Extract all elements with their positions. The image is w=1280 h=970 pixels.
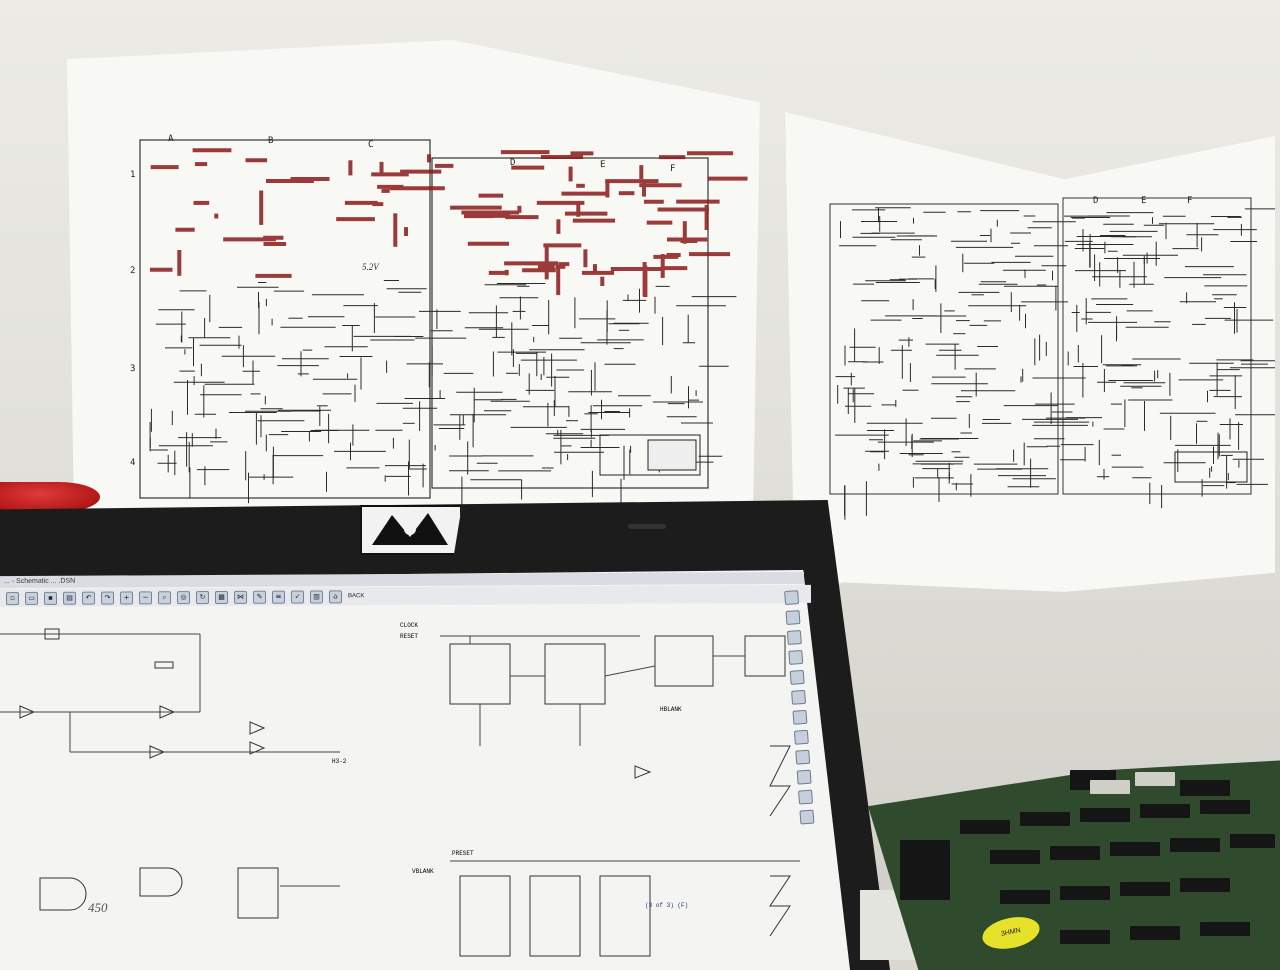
schematic-wires <box>0 628 800 957</box>
ic-chip <box>1170 838 1220 852</box>
handwritten-voltage-note: 5.2V <box>362 262 379 272</box>
row-number-1: 1 <box>129 169 136 181</box>
ic-chip <box>1200 800 1250 814</box>
open-icon[interactable]: ▭ <box>24 591 39 605</box>
ic-chip <box>1130 926 1180 940</box>
home-icon[interactable]: ⌂ <box>328 589 343 603</box>
ic-chip <box>1080 808 1130 822</box>
library-icon[interactable]: ▦ <box>214 590 229 604</box>
sticker-graphic-icon <box>372 513 448 545</box>
bus-tool-icon[interactable] <box>786 630 802 645</box>
left-schematic-drawing <box>139 139 748 510</box>
column-letter-a: A <box>167 133 174 145</box>
right-column-letter-f: F <box>1186 195 1193 207</box>
laptop-sticker <box>360 505 462 555</box>
eprom-chip <box>1090 780 1130 794</box>
ic-chip <box>1120 882 1170 896</box>
part-tool-icon[interactable] <box>788 649 804 665</box>
annotate-icon[interactable]: ✎ <box>252 590 267 604</box>
ic-chip <box>1000 890 1050 904</box>
new-file-icon[interactable]: ▫ <box>5 591 20 605</box>
row-number-2: 2 <box>129 265 136 277</box>
column-letter-d: D <box>509 157 516 169</box>
net-label-reset: RESET <box>400 633 419 640</box>
right-column-letter-e: E <box>1140 195 1147 207</box>
laptop-screen <box>0 570 850 970</box>
print-icon[interactable]: ▤ <box>62 591 77 605</box>
right-schematic-drawing <box>829 197 1275 520</box>
net-label-vblank: VBLANK <box>412 868 434 875</box>
ic-chip <box>1050 846 1100 860</box>
schematic-canvas[interactable]: CLOCK RESET HBLANK VBLANK H3-2 PRESET (3… <box>0 606 800 966</box>
rect-tool-icon[interactable] <box>798 789 814 805</box>
handwritten-number-on-screen: 450 <box>88 900 108 915</box>
erc-icon[interactable]: ✓ <box>290 590 305 604</box>
ic-chip <box>960 820 1010 834</box>
net-label-h3-2: H3-2 <box>332 758 347 765</box>
zoom-out-icon[interactable]: − <box>138 590 153 604</box>
ic-chip <box>1060 930 1110 944</box>
right-column-letter-d: D <box>1092 195 1099 207</box>
left-schematic-poster: A B C D E F 1 2 3 4 <box>67 40 760 520</box>
red-stool <box>0 482 100 512</box>
ic-chip <box>1230 834 1275 848</box>
ic-chip <box>1200 922 1250 936</box>
net-icon[interactable]: ⋈ <box>233 590 248 604</box>
edge-connector <box>900 840 950 900</box>
no-connect-tool-icon[interactable] <box>793 729 809 745</box>
text-tool-icon[interactable] <box>795 749 811 765</box>
undo-icon[interactable]: ↶ <box>81 591 96 605</box>
eprom-chip <box>1135 772 1175 786</box>
refresh-icon[interactable]: ↻ <box>195 590 210 604</box>
ic-chip <box>1060 886 1110 900</box>
column-letter-c: C <box>367 139 374 151</box>
ic-chip <box>1110 842 1160 856</box>
ground-tool-icon[interactable] <box>791 689 807 705</box>
column-letter-b: B <box>267 135 274 147</box>
sheet-reference: (3 of 3) (F) <box>645 902 689 909</box>
power-tool-icon[interactable] <box>789 669 805 685</box>
ic-chip <box>1020 812 1070 826</box>
net-label-preset: PRESET <box>452 850 474 857</box>
line-tool-icon[interactable] <box>796 769 812 785</box>
ic-chip <box>1140 804 1190 818</box>
row-number-4: 4 <box>129 457 136 469</box>
netlist-icon[interactable]: ≡ <box>271 590 286 604</box>
circle-tool-icon[interactable] <box>799 809 815 825</box>
column-letter-f: F <box>669 163 676 175</box>
ic-chip <box>990 850 1040 864</box>
right-schematic-poster: D E F <box>785 112 1275 592</box>
zoom-fit-icon[interactable]: ◎ <box>176 590 191 604</box>
back-button[interactable]: BACK <box>347 593 365 600</box>
junction-tool-icon[interactable] <box>792 709 808 725</box>
ic-chip <box>1180 878 1230 892</box>
ic-chip <box>1180 780 1230 796</box>
zoom-area-icon[interactable]: ⌕ <box>157 590 172 604</box>
bom-icon[interactable]: ▥ <box>309 589 324 603</box>
save-icon[interactable]: ▪ <box>43 591 58 605</box>
zoom-in-icon[interactable]: + <box>119 590 134 604</box>
column-letter-e: E <box>599 159 606 171</box>
row-number-3: 3 <box>129 363 136 375</box>
net-label-hblank: HBLANK <box>660 706 682 713</box>
select-tool-icon[interactable] <box>784 590 800 606</box>
redo-icon[interactable]: ↷ <box>100 591 115 605</box>
window-title: ... - Schematic ... .DSN <box>3 577 76 586</box>
webcam <box>628 524 666 529</box>
net-label-clock: CLOCK <box>400 622 419 629</box>
wire-tool-icon[interactable] <box>785 610 801 625</box>
